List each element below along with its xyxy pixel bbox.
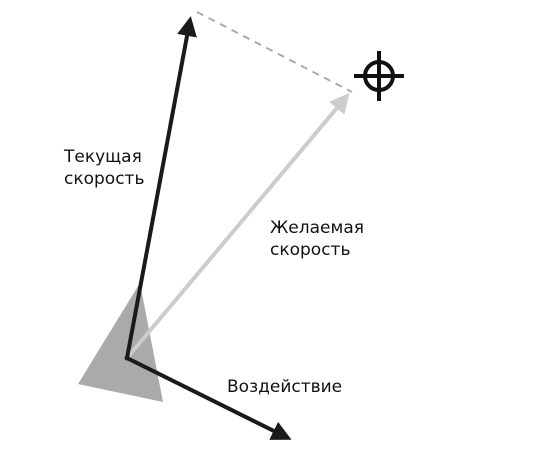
steering-arrow [126,356,292,440]
origin-point [124,355,130,361]
current-velocity-label-line1: Текущая [64,147,142,167]
desired-velocity-label-line2: скорость [270,240,351,260]
current-velocity-label-line2: скорость [64,169,145,189]
current-velocity-arrow [125,16,197,359]
steering-label: Воздействие [227,377,343,397]
current-velocity-label: Текущая скорость [64,146,144,190]
crosshair-target-icon [354,51,404,101]
vehicle-triangle-icon [78,283,163,402]
desired-velocity-label: Желаемая скорость [270,217,364,261]
desired-velocity-arrow [125,92,350,360]
desired-velocity-label-line1: Желаемая [270,218,364,238]
dashed-difference-line [196,11,353,93]
